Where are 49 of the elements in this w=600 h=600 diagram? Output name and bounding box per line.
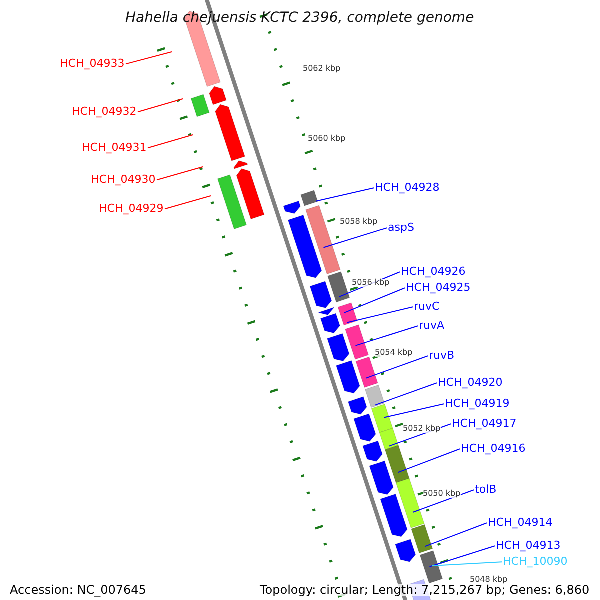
leader-line <box>323 228 388 248</box>
gene-label: HCH_10090 <box>503 556 568 566</box>
gene-label: HCH_04931 <box>82 142 147 152</box>
scale-label: 5056 kbp <box>352 279 390 287</box>
leader-line <box>429 546 496 568</box>
footer-text: Accession: NC_007645 <box>10 584 146 596</box>
leader-line <box>344 288 406 314</box>
title: Hahella chejuensis KCTC 2396, complete genome <box>126 11 474 25</box>
gene-label: ruvC <box>414 300 440 312</box>
leader-line <box>424 522 488 548</box>
scale-label: 5050 kbp <box>423 490 461 498</box>
leader-line <box>365 356 428 379</box>
gene-label: HCH_04930 <box>91 174 156 184</box>
gene-label: aspS <box>388 222 414 232</box>
gene-label: HCH_04933 <box>60 58 125 68</box>
scale-label: 5054 kbp <box>375 349 413 357</box>
gene-label: HCH_04920 <box>438 376 503 388</box>
gene-label: HCH_04928 <box>375 182 440 192</box>
scale-label: 5060 kbp <box>308 135 346 143</box>
leader-line <box>355 326 418 346</box>
gene-label: HCH_04925 <box>406 282 471 292</box>
gene-label: ruvA <box>419 320 445 330</box>
footer-text: Topology: circular; Length: 7,215,267 bp; Genes: 6,860 <box>260 584 590 596</box>
gene-label: HCH_04919 <box>445 398 510 408</box>
leader-line <box>148 134 194 149</box>
leader-line <box>316 188 374 202</box>
gene-label: HCH_04926 <box>401 266 466 276</box>
scale-label: 5048 kbp <box>470 576 508 584</box>
leader-line <box>432 562 502 566</box>
gene-label: tolB <box>475 484 497 494</box>
gene-label: HCH_04932 <box>72 106 137 116</box>
scale-label: 5058 kbp <box>340 218 378 226</box>
gene-label: HCH_04929 <box>99 202 164 214</box>
leader-line <box>138 98 184 113</box>
leader-line <box>346 306 414 324</box>
gene-label: HCH_04916 <box>461 442 526 454</box>
leader-line <box>412 490 474 514</box>
gene-label: HCH_04914 <box>488 516 553 528</box>
gene-label: ruvB <box>429 350 455 360</box>
gene-label: HCH_04917 <box>452 418 517 428</box>
leader-line <box>156 166 204 181</box>
scale-label: 5052 kbp <box>403 425 441 433</box>
leader-line <box>126 52 172 65</box>
gene-label: HCH_04913 <box>496 540 561 550</box>
leader-line <box>398 448 460 474</box>
leader-line <box>384 404 444 418</box>
scale-label: 5062 kbp <box>303 65 341 73</box>
leader-line <box>164 196 212 210</box>
leader-line <box>374 382 438 406</box>
